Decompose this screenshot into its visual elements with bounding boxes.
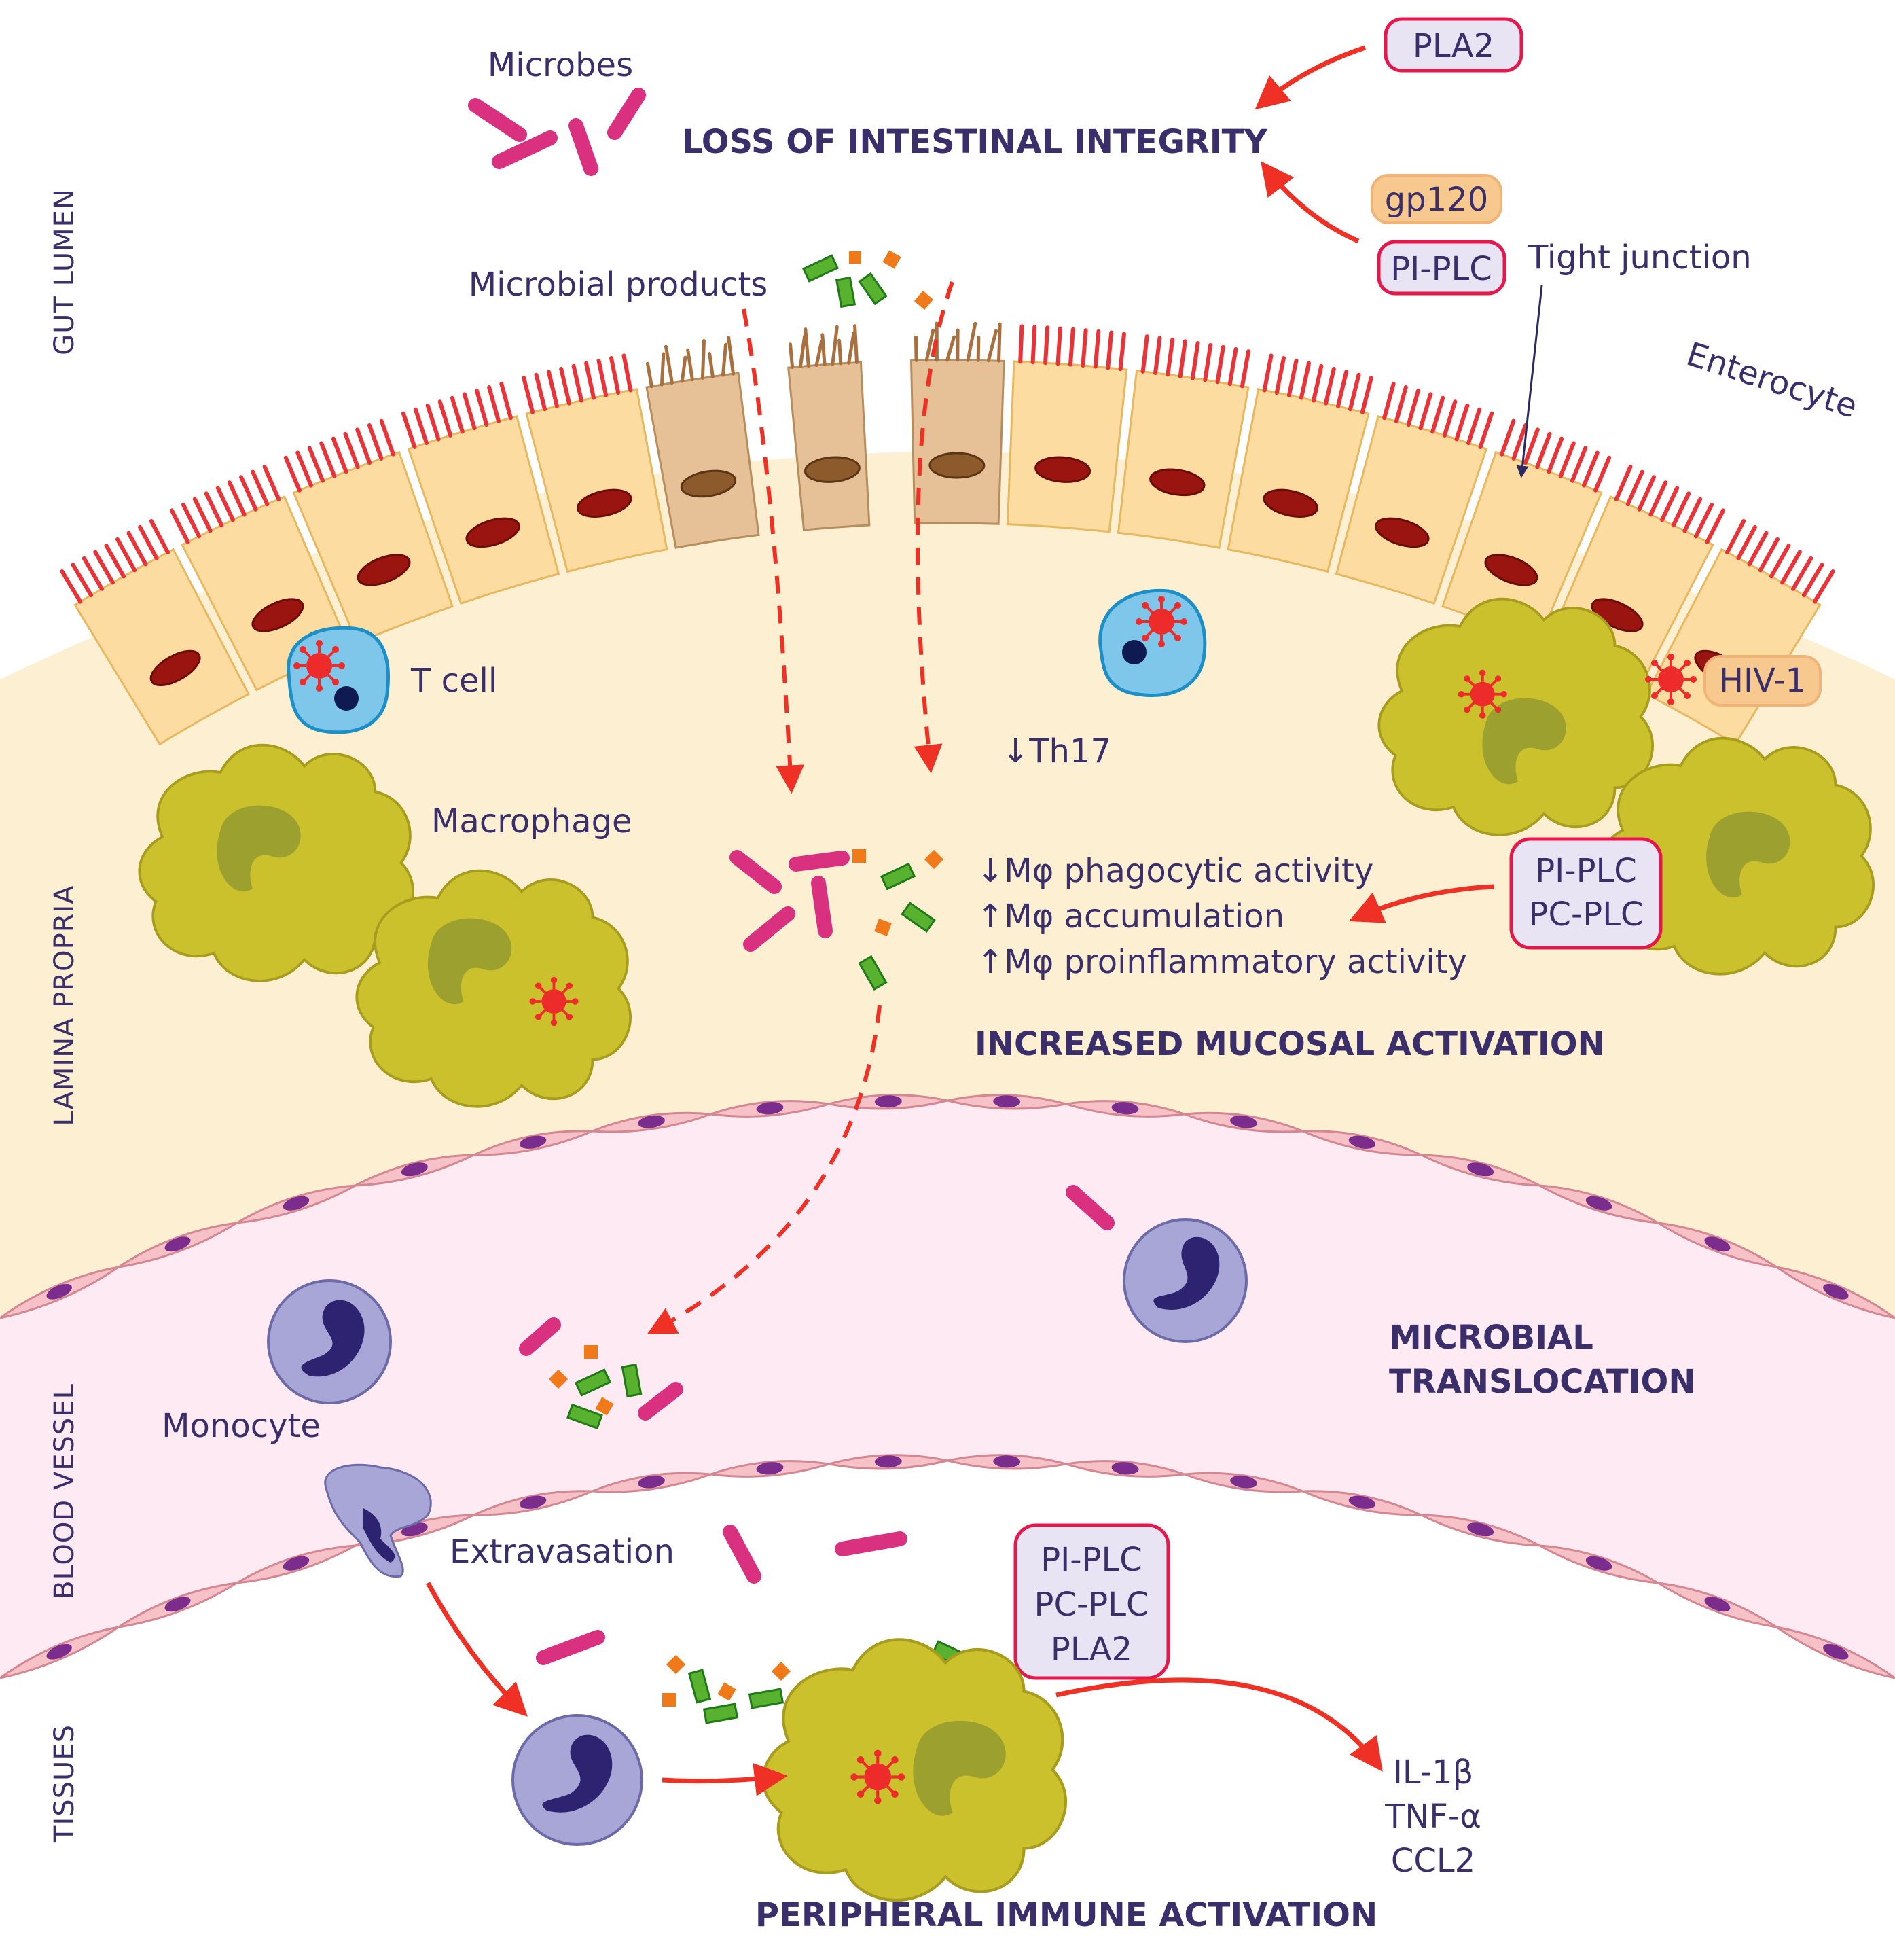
translocation-paths <box>647 281 954 1334</box>
peripheral-immune-activation-label: PERIPHERAL IMMUNE ACTIVATION <box>755 1896 1377 1934</box>
tight-junction-label: Tight junction <box>1528 238 1752 277</box>
svg-text:gp120: gp120 <box>1385 181 1489 219</box>
enterocyte <box>1227 353 1373 573</box>
macrophage-label: Macrophage <box>431 802 632 840</box>
macrophage-tissue-infected <box>763 1639 1066 1900</box>
enterocyte <box>522 353 668 573</box>
enterocyte <box>1441 418 1612 645</box>
svg-text:PI-PLC: PI-PLC <box>1535 852 1637 890</box>
microbial-translocation-label-line2: TRANSLOCATION <box>1389 1363 1696 1401</box>
enterocyte <box>1006 324 1128 533</box>
region-label-blood-vessel: BLOOD VESSEL <box>49 1383 80 1599</box>
pla2-box-top: PLA2 <box>1384 17 1523 73</box>
region-label-gut-lumen: GUT LUMEN <box>49 188 80 355</box>
svg-text:PLA2: PLA2 <box>1051 1631 1132 1669</box>
endothelial-cell <box>1184 1111 1303 1133</box>
vessel-upper-endothelium <box>0 1094 1895 1319</box>
macrophage-upper-left <box>138 743 415 982</box>
endothelial-cell <box>829 1454 948 1470</box>
gp120-box: gp120 <box>1371 174 1502 224</box>
loss-of-intestinal-integrity-label: LOSS OF INTESTINAL INTEGRITY <box>682 123 1269 161</box>
damaged-enterocyte <box>909 321 1005 525</box>
monocyte-tissue <box>511 1714 643 1846</box>
svg-text:PC-PLC: PC-PLC <box>1529 895 1644 933</box>
endothelial-cell <box>1302 1490 1422 1516</box>
t-cell-right <box>1098 588 1207 697</box>
increased-mucosal-activation-label: INCREASED MUCOSAL ACTIVATION <box>975 1025 1605 1063</box>
macrophage-infected-right <box>1377 597 1655 836</box>
endothelial-cell <box>1775 1266 1895 1319</box>
vessel-lower-endothelium <box>0 1454 1895 1679</box>
monocyte-label: Monocyte <box>162 1407 321 1445</box>
svg-text:PLA2: PLA2 <box>1413 27 1494 65</box>
mphi-accumulation: ↑Mφ accumulation <box>977 897 1284 936</box>
microbes-label: Microbes <box>488 46 633 84</box>
tight-junction-pointer <box>1516 285 1543 478</box>
hiv-1-free-virion <box>1644 652 1698 707</box>
damaged-enterocyte <box>787 324 871 531</box>
enterocyte-label: Enterocyte <box>1682 335 1862 426</box>
blood-vessel-band <box>0 1101 1895 1678</box>
pi-plc-box-top: PI-PLC <box>1377 240 1506 296</box>
tissue-arrows <box>425 1582 1383 1796</box>
endothelial-cell <box>710 1100 830 1118</box>
microbial-products-label: Microbial products <box>469 266 768 304</box>
monocyte-vessel-right <box>1123 1218 1248 1343</box>
enterocyte <box>60 518 250 746</box>
svg-text:PI-PLC: PI-PLC <box>1041 1541 1142 1579</box>
damaged-enterocyte <box>645 336 760 549</box>
macrophage-infected-left <box>355 869 632 1108</box>
svg-text:PI-PLC: PI-PLC <box>1390 250 1492 288</box>
extravasating-monocyte <box>324 1463 432 1578</box>
svg-text:PC-PLC: PC-PLC <box>1034 1586 1149 1624</box>
lamina-box-arrow <box>1349 884 1495 923</box>
cytokine-il1b: IL-1β <box>1393 1753 1474 1792</box>
t-cell-left <box>287 626 391 734</box>
hiv-1-box: HIV-1 <box>1703 655 1822 707</box>
region-label-tissues: TISSUES <box>49 1724 80 1843</box>
enterocyte <box>283 418 454 645</box>
lumen-microbial-products <box>801 250 934 310</box>
region-labels: GUT LUMEN LAMINA PROPRIA BLOOD VESSEL TI… <box>49 188 80 1843</box>
cytokine-tnfa: TNF-α <box>1384 1798 1481 1836</box>
cytokine-ccl2: CCL2 <box>1391 1842 1475 1880</box>
svg-text:HIV-1: HIV-1 <box>1719 662 1806 700</box>
top-arrows <box>1255 45 1367 244</box>
lamina-microbes-and-products <box>729 849 944 991</box>
vessel-microbes-and-products <box>519 1317 683 1430</box>
endothelial-cell <box>1775 1626 1895 1679</box>
mphi-phagocytic-activity: ↓Mφ phagocytic activity <box>977 852 1373 890</box>
tissue-pi-plc-pc-plc-pla2-box: PI-PLC PC-PLC PLA2 <box>1013 1523 1170 1680</box>
enterocyte <box>1117 334 1251 549</box>
th17-label: ↓Th17 <box>1002 732 1111 770</box>
region-label-lamina-propria: LAMINA PROPRIA <box>49 885 80 1126</box>
enterocyte <box>1335 381 1494 605</box>
microbial-translocation-label-line1: MICROBIAL <box>1389 1319 1593 1357</box>
lumen-microbes <box>468 88 646 176</box>
enterocyte <box>401 381 560 605</box>
t-cell-label: T cell <box>410 662 497 700</box>
extravasation-label: Extravasation <box>450 1533 674 1571</box>
vessel-microbe-upper <box>1066 1185 1115 1230</box>
mphi-proinflammatory-activity: ↑Mφ proinflammatory activity <box>977 943 1467 981</box>
lamina-pi-plc-pc-plc-box: PI-PLC PC-PLC <box>1509 837 1663 950</box>
monocyte-vessel-left <box>267 1279 392 1404</box>
